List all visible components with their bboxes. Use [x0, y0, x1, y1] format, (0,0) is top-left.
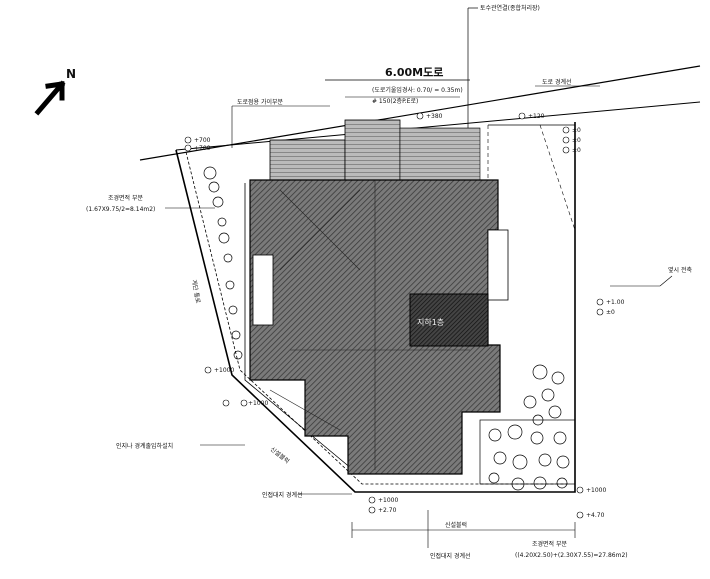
side-void	[252, 254, 274, 326]
boundary-note: 도로 경계선	[542, 78, 572, 86]
right-void	[487, 229, 509, 301]
level-top-left-1: +700	[194, 137, 211, 144]
landscape-bottom-title: 조경면적 부분	[532, 540, 568, 548]
level-bot-mid2: +2.70	[378, 507, 397, 514]
adjacent-label: 옆시 전축	[668, 266, 692, 274]
level-top-left-2: +700	[194, 145, 211, 152]
road-part-note: 도로점용 가이부분	[237, 98, 284, 106]
level-top-mid: +380	[426, 113, 443, 120]
bottom-block: 신설블럭	[445, 521, 467, 529]
level-markers	[184, 112, 604, 519]
north-label: N	[66, 67, 76, 81]
level-east-2: ±0	[606, 309, 615, 316]
level-right-1: ±0	[572, 127, 581, 134]
bottom-landscape	[479, 364, 576, 491]
north-arrow-icon: N	[34, 67, 76, 116]
lot-line: 인접대지 경계선	[262, 491, 303, 499]
diag-label: 신설블럭	[269, 445, 291, 465]
ramp-2	[399, 127, 481, 181]
level-bot-right: +1000	[586, 487, 606, 494]
side-label: 계단 통로	[190, 279, 202, 304]
left-note: 인지나 경계출입하설치	[116, 442, 173, 450]
landscape-bottom-formula: ((4.20X2.50)+(2.30X7.55)=27.86m2)	[515, 552, 628, 559]
site-boundary	[175, 122, 576, 493]
landscape-left-title: 조경면적 부분	[108, 194, 144, 202]
bottom-lot: 인접대지 경계선	[430, 552, 471, 560]
ramp	[344, 119, 401, 181]
core-label: 지하1층	[417, 317, 444, 327]
level-right-2: ±0	[572, 137, 581, 144]
core-block	[409, 293, 489, 347]
setback-note: (도로기울임경사: 0.70/ = 0.35m)	[372, 86, 463, 94]
level-top-right: +120	[528, 113, 545, 120]
landscape-left-formula: (1.67X9.75/2=8.14m2)	[86, 206, 155, 213]
top-note: 토수관연결(종합처리장)	[480, 4, 540, 12]
level-east: +1.00	[606, 299, 625, 306]
level-right-3: ±0	[572, 147, 581, 154]
left-landscape	[203, 166, 243, 360]
entrance-stair	[269, 139, 346, 181]
level-left-mid: +1000	[214, 367, 234, 374]
level-bot-mid: +1000	[378, 497, 398, 504]
level-bot-right2: +4.70	[586, 512, 605, 519]
level-left-low: +1000	[248, 400, 268, 407]
road-label: 6.00M도로	[385, 66, 443, 79]
structure-lines	[269, 180, 470, 470]
parking-note: # 150(2층P.E로)	[372, 97, 418, 105]
level-labels: +700 +700 +380 +120 ±0 ±0 ±0 +1.00 ±0 +1…	[194, 113, 625, 519]
